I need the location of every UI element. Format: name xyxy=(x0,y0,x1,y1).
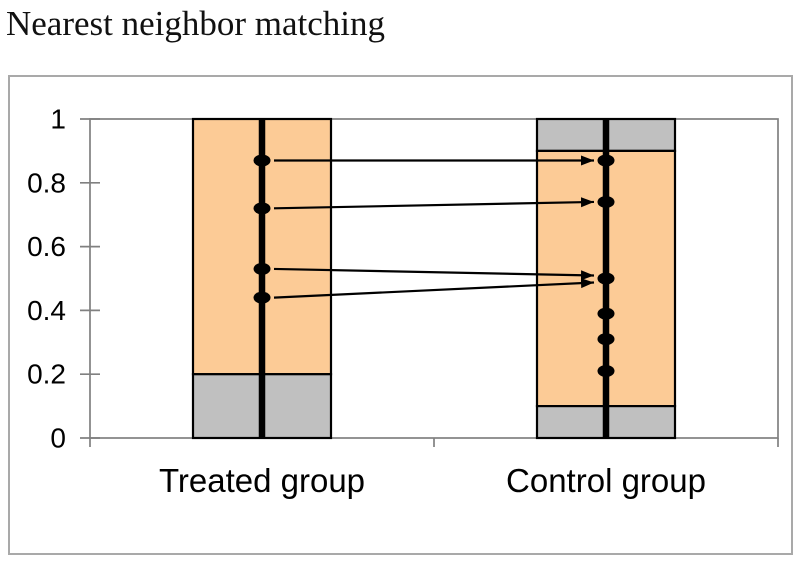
y-axis-tick-label: 0.8 xyxy=(27,167,66,198)
unit-point xyxy=(597,154,615,167)
match-arrow xyxy=(273,278,595,299)
y-axis-tick-label: 1 xyxy=(50,104,66,135)
group-label: Treated group xyxy=(159,462,365,499)
unit-point xyxy=(253,202,271,215)
y-axis-tick-label: 0.2 xyxy=(27,359,66,390)
unit-point xyxy=(597,195,615,208)
chart-title: Nearest neighbor matching xyxy=(6,4,386,43)
unit-point xyxy=(597,272,615,285)
unit-point xyxy=(253,154,271,167)
y-axis-tick-label: 0 xyxy=(50,423,66,454)
match-arrow xyxy=(273,197,595,210)
y-axis-tick-label: 0.6 xyxy=(27,231,66,262)
unit-point xyxy=(597,307,615,320)
unit-point xyxy=(597,365,615,378)
unit-point xyxy=(597,333,615,346)
y-axis-tick-label: 0.4 xyxy=(27,295,66,326)
match-arrow xyxy=(273,267,595,281)
group-label: Control group xyxy=(506,462,706,499)
unit-point xyxy=(253,291,271,304)
unit-point xyxy=(253,262,271,275)
